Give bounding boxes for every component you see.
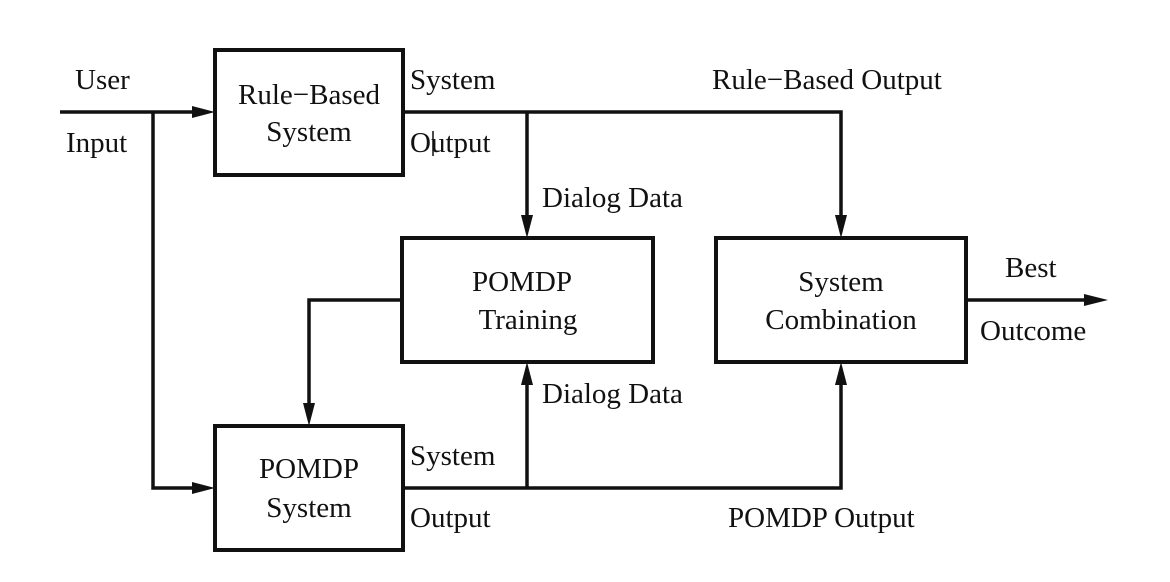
pomdp-training-subtitle: Training [479,304,578,336]
rule-based-system-box [213,48,405,177]
system-combination-title: System [798,266,884,298]
arrowhead-into-combination-bottom [835,362,847,385]
pomdp-output-label: POMDP Output [728,502,915,534]
system-combination-box [714,236,968,364]
rule-based-output-label: Rule−Based Output [712,64,942,96]
user-input-to-pomdp-system-line [151,112,200,490]
training-to-pomdp-system-line [307,298,402,410]
pomdp-output-line [403,378,843,490]
pomdp-training-title: POMDP [472,266,572,298]
arrowhead-into-training-bottom [521,362,533,385]
arrowhead-into-pomdp-system-top [303,403,315,426]
dialog-data-top-label: Dialog Data [542,182,683,214]
pomdp-system-title: POMDP [259,453,359,485]
pomdp-system-box [213,424,405,552]
arrowhead-best-outcome [1084,294,1108,306]
arrowhead-into-training-top [521,215,533,238]
rule-system-output-label-line2: Output [410,127,491,159]
user-input-label-line1: User [75,64,130,96]
arrowhead-into-pomdp-system [192,482,215,494]
pomdp-training-box [400,236,655,364]
rule-system-output-label-line1: System [410,64,496,96]
best-outcome-label-line2: Outcome [980,315,1086,347]
system-combination-subtitle: Combination [765,304,917,336]
best-outcome-label-line1: Best [1005,252,1057,284]
arrowhead-into-rule-based [192,106,215,118]
dialog-data-bottom-label: Dialog Data [542,378,683,410]
arrowhead-into-combination-top [835,215,847,238]
rule-based-output-line [403,110,843,222]
rule-based-system-subtitle: System [266,116,352,148]
pomdp-system-output-label-line2: Output [410,502,491,534]
pomdp-system-output-label-line1: System [410,440,496,472]
pomdp-system-subtitle: System [266,492,352,524]
user-input-label-line2: Input [66,127,127,159]
rule-based-system-title: Rule−Based [238,79,380,111]
